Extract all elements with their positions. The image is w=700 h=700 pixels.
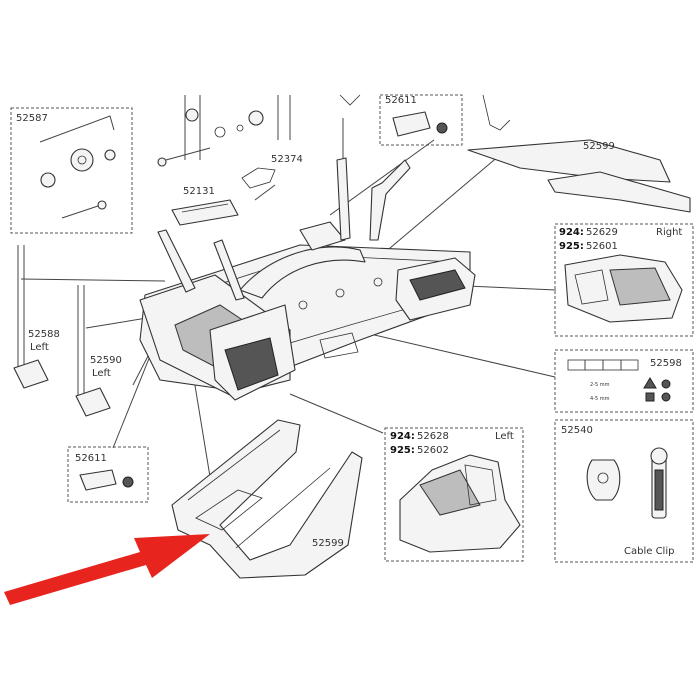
hex-key-icon [39, 115, 115, 143]
right-footpad [564, 254, 683, 323]
label-52590: 52590 [90, 355, 122, 366]
label-52587: 52587 [16, 113, 48, 124]
box-52611-bottom [67, 446, 149, 503]
screw-52611-top [436, 122, 448, 134]
bike-carrier-assembly [139, 94, 691, 401]
size-label-1: 2-5 mm [590, 382, 610, 388]
box-left-footpad [384, 427, 524, 562]
right-box-part2: 52601 [586, 241, 618, 252]
label-cable-clip: Cable Clip [624, 546, 674, 557]
left-box-side: Left [495, 431, 514, 442]
label-52131: 52131 [183, 186, 215, 197]
arrow-icon [4, 534, 210, 605]
box-52540 [554, 419, 694, 563]
left-box-code1: 924: [390, 431, 415, 442]
label-52611-top: 52611 [385, 95, 417, 106]
left-footpad [399, 454, 521, 553]
label-52599-top: 52599 [583, 141, 615, 152]
label-52598: 52598 [650, 358, 682, 369]
label-52540: 52540 [561, 425, 593, 436]
label-52611-bottom: 52611 [75, 453, 107, 464]
label-52590-side: Left [92, 368, 111, 379]
left-box-part1: 52628 [417, 431, 449, 442]
label-52588: 52588 [28, 329, 60, 340]
strap-icon [13, 245, 111, 417]
wheel-tray-52599 [171, 419, 363, 579]
screw-52611-bottom [122, 476, 134, 488]
cable-clip [586, 447, 668, 519]
label-52588-side: Left [30, 342, 49, 353]
right-box-code2: 925: [559, 241, 584, 252]
cap-52611-bottom [79, 469, 117, 491]
right-box-code1: 924: [559, 227, 584, 238]
box-52611-top [379, 94, 463, 146]
left-box-part2: 52602 [417, 445, 449, 456]
left-box-code2: 925: [390, 445, 415, 456]
sticker-strip-52598 [567, 359, 671, 402]
bolt-icon [61, 200, 107, 219]
box-52587 [10, 107, 133, 234]
size-label-2: 4-5 mm [590, 396, 610, 402]
knob-icon [40, 148, 116, 188]
right-box-side: Right [656, 227, 682, 238]
right-box-part1: 52629 [586, 227, 618, 238]
cap-52611-top [392, 111, 431, 137]
label-52599-bottom: 52599 [312, 538, 344, 549]
label-52374: 52374 [271, 154, 303, 165]
